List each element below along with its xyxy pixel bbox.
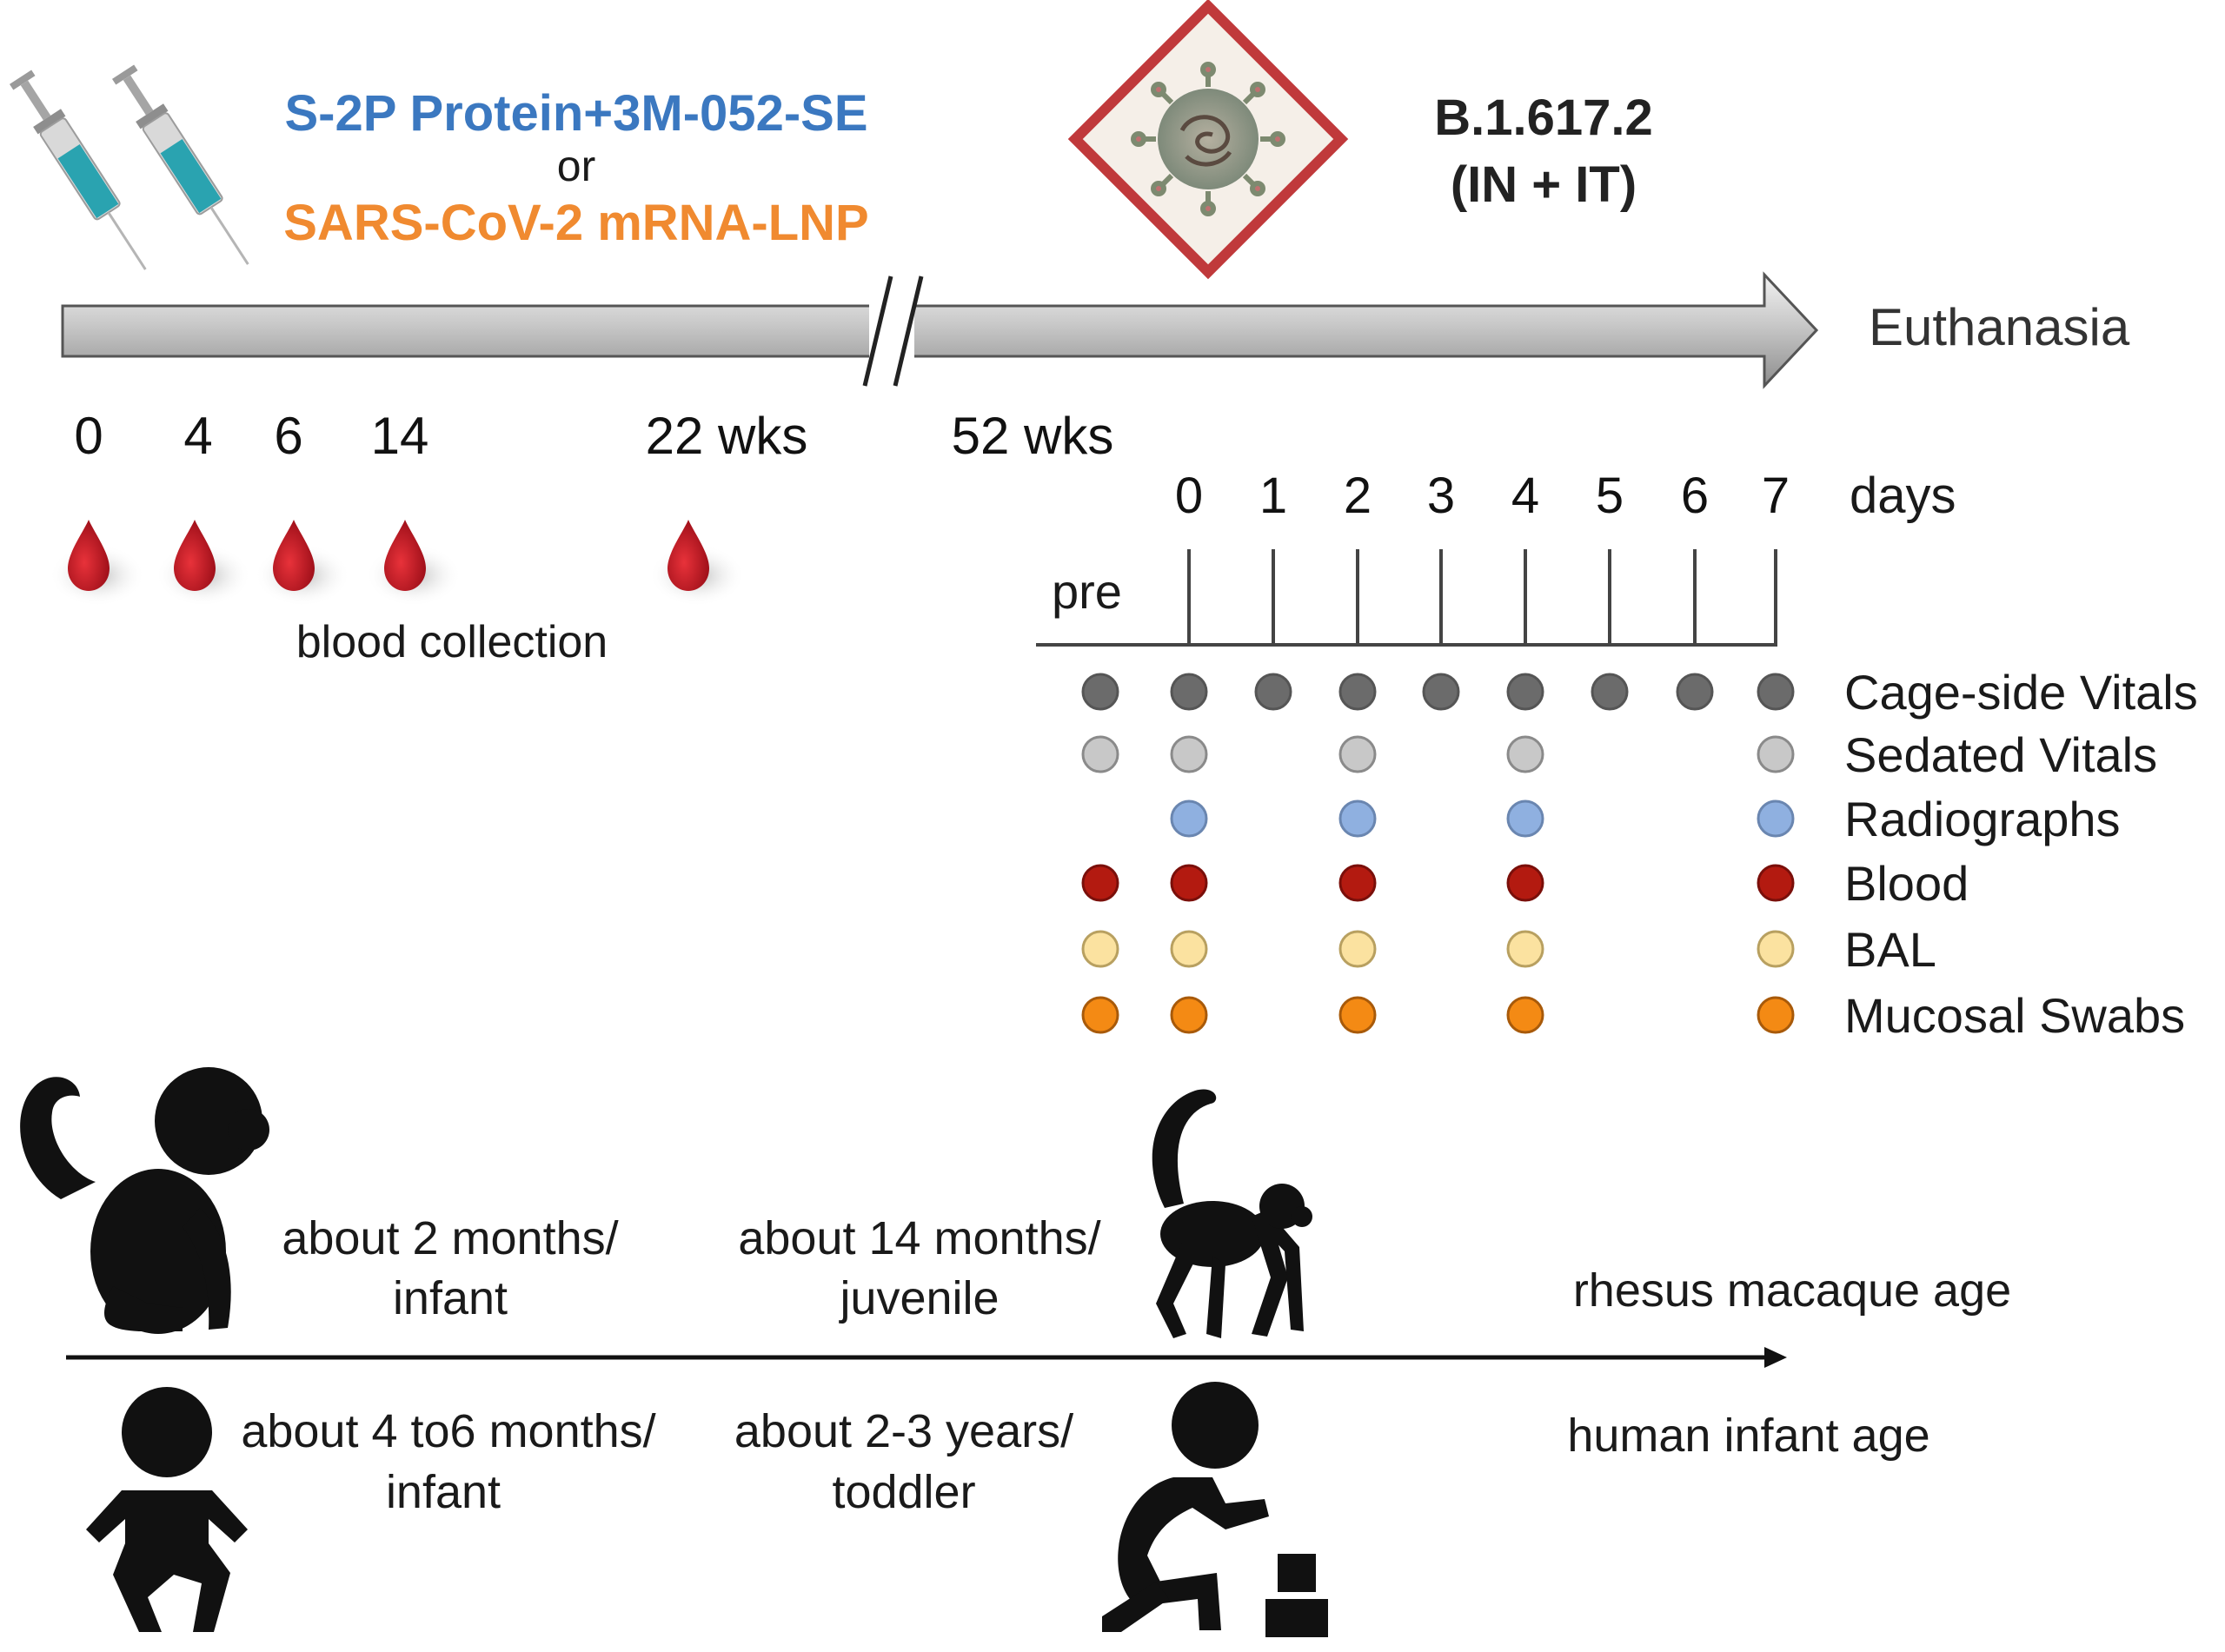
day-label: 6 <box>1681 468 1709 524</box>
macaque-infant-icon <box>20 1067 269 1334</box>
week-labels: 0 4 6 14 22 wks 52 wks <box>74 407 1113 465</box>
challenge-route: (IN + IT) <box>1451 156 1637 213</box>
blood-collection-label: blood collection <box>296 617 608 667</box>
syringe-icon <box>9 70 147 270</box>
sample-dot <box>1338 930 1377 968</box>
blood-drop-icon <box>668 520 709 591</box>
human-infant-icon <box>86 1387 248 1632</box>
week-label: 22 wks <box>646 407 808 465</box>
sample-dot <box>1757 799 1795 838</box>
sample-dot <box>1757 996 1795 1034</box>
timeline-arrow <box>61 271 1819 389</box>
assay-label: BAL <box>1844 922 1936 977</box>
assay-label: Blood <box>1844 856 1969 911</box>
sample-dot <box>1591 673 1629 711</box>
week-label: 0 <box>74 407 103 465</box>
blood-drop-icon <box>384 520 426 591</box>
sample-dot <box>1170 673 1208 711</box>
sample-dot <box>1170 799 1208 838</box>
sample-dot <box>1081 735 1119 773</box>
sample-dot <box>1506 735 1544 773</box>
blood-drop-icon <box>273 520 315 591</box>
human-infant-age-line1: about 4 to6 months/ <box>241 1405 655 1457</box>
sample-dot <box>1081 930 1119 968</box>
day-label: 2 <box>1344 468 1372 524</box>
vaccine-or: or <box>557 142 595 190</box>
blood-drop-icon <box>68 520 110 591</box>
sample-dot <box>1170 996 1208 1034</box>
week-label: 52 wks <box>952 407 1114 465</box>
assay-label: Mucosal Swabs <box>1844 988 2185 1043</box>
sample-dot <box>1506 673 1544 711</box>
syringe-icon <box>111 64 249 265</box>
pre-label: pre <box>1052 564 1122 619</box>
day-label: 4 <box>1511 468 1539 524</box>
assay-label: Sedated Vitals <box>1844 727 2157 782</box>
age-axis-arrowhead <box>1764 1347 1787 1368</box>
sample-dot <box>1338 735 1377 773</box>
day-label: 0 <box>1175 468 1203 524</box>
sample-dot <box>1757 864 1795 902</box>
euthanasia-label: Euthanasia <box>1869 298 2130 356</box>
macaque-age-label: rhesus macaque age <box>1573 1264 2011 1317</box>
sample-dot <box>1254 673 1292 711</box>
assay-label: Cage-side Vitals <box>1844 665 2198 720</box>
sample-dot <box>1676 673 1714 711</box>
sample-dot <box>1506 864 1544 902</box>
sample-dot <box>1338 799 1377 838</box>
sample-dot <box>1081 996 1119 1034</box>
human-toddler-age-line2: toddler <box>832 1466 975 1518</box>
sample-dot <box>1170 735 1208 773</box>
sample-dot <box>1757 735 1795 773</box>
sample-dot <box>1506 930 1544 968</box>
macaque-juvenile-age-line1: about 14 months/ <box>738 1212 1100 1264</box>
vaccine-option-mrna: SARS-CoV-2 mRNA-LNP <box>283 195 869 251</box>
day-label: 3 <box>1427 468 1455 524</box>
macaque-juvenile-age-line2: juvenile <box>838 1272 999 1324</box>
virus-warning-icon <box>1067 0 1349 280</box>
days-unit-label: days <box>1850 468 1956 524</box>
macaque-infant-age-line1: about 2 months/ <box>282 1212 618 1264</box>
macaque-juvenile-icon <box>1152 1089 1312 1338</box>
assay-label: Radiographs <box>1844 792 2121 846</box>
week-label: 4 <box>183 407 212 465</box>
day-label: 7 <box>1762 468 1790 524</box>
sample-dot <box>1338 996 1377 1034</box>
sample-dot <box>1170 930 1208 968</box>
sample-dot <box>1506 996 1544 1034</box>
human-infant-age-line2: infant <box>386 1466 501 1518</box>
sample-dot <box>1081 673 1119 711</box>
sample-dot <box>1757 930 1795 968</box>
week-label: 14 <box>371 407 429 465</box>
human-age-label: human infant age <box>1567 1410 1929 1462</box>
sample-dot <box>1506 799 1544 838</box>
human-toddler-age-line1: about 2-3 years/ <box>734 1405 1073 1457</box>
sample-dot <box>1081 864 1119 902</box>
sample-dot <box>1422 673 1460 711</box>
sample-dot <box>1170 864 1208 902</box>
blood-drop-icon <box>174 520 216 591</box>
human-toddler-icon <box>1102 1382 1328 1637</box>
day-label: 1 <box>1259 468 1287 524</box>
sample-dot <box>1757 673 1795 711</box>
macaque-infant-age-line2: infant <box>393 1272 508 1324</box>
day-label: 5 <box>1596 468 1624 524</box>
sample-dot <box>1338 864 1377 902</box>
week-label: 6 <box>274 407 302 465</box>
sample-dot <box>1338 673 1377 711</box>
blood-drops <box>50 520 745 607</box>
challenge-strain: B.1.617.2 <box>1434 90 1653 146</box>
vaccine-option-protein: S-2P Protein+3M-052-SE <box>284 85 867 142</box>
